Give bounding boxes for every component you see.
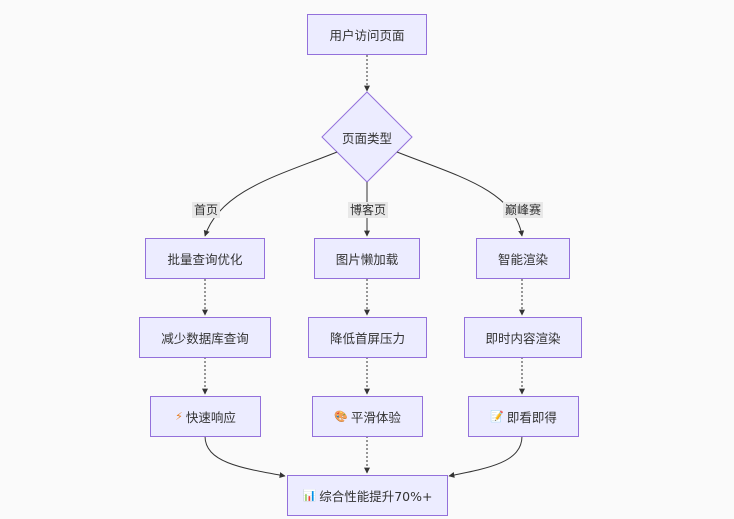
blog-step-3: 🎨 平滑体验: [312, 396, 423, 437]
edge-label-home: 首页: [192, 202, 221, 218]
peak-step-2-label: 即时内容渲染: [485, 331, 561, 346]
decision-node-label: 页面类型: [341, 130, 392, 146]
home-step-2: 减少数据库查询: [139, 317, 271, 358]
result-node: 📊 综合性能提升70%+: [287, 475, 448, 516]
peak-step-1-label: 智能渲染: [497, 252, 548, 267]
home-step-3-label: 快速响应: [185, 410, 236, 425]
peak-step-1: 智能渲染: [476, 238, 570, 279]
bar-chart-icon: 📊: [302, 489, 317, 502]
result-node-label: 综合性能提升70%+: [319, 489, 433, 504]
peak-step-3-label: 即看即得: [506, 410, 557, 425]
home-step-3: ⚡ 快速响应: [150, 396, 261, 437]
edge-decision-home: [203, 151, 338, 237]
palette-icon: 🎨: [334, 410, 348, 423]
home-step-2-label: 减少数据库查询: [161, 331, 249, 346]
peak-step-2: 即时内容渲染: [464, 317, 582, 358]
start-node-label: 用户访问页面: [329, 28, 405, 43]
home-step-1-label: 批量查询优化: [167, 252, 243, 267]
edge-decision-peak: [396, 151, 525, 237]
edge-home-result: [204, 435, 286, 479]
home-step-1: 批量查询优化: [145, 238, 265, 279]
blog-step-3-label: 平滑体验: [350, 410, 401, 425]
peak-step-3: 📝 即看即得: [468, 396, 579, 437]
edge-label-peak: 巅峰赛: [503, 202, 544, 218]
blog-step-1-label: 图片懒加载: [335, 252, 399, 267]
blog-step-2: 降低首屏压力: [308, 317, 427, 358]
blog-step-1: 图片懒加载: [314, 238, 420, 279]
edge-label-blog: 博客页: [348, 202, 389, 218]
edge-peak-result: [448, 435, 523, 478]
decision-node: 页面类型: [322, 92, 412, 182]
lightning-icon: ⚡: [175, 410, 183, 423]
blog-step-2-label: 降低首屏压力: [329, 331, 405, 346]
memo-icon: 📝: [490, 410, 504, 423]
start-node: 用户访问页面: [307, 14, 427, 55]
